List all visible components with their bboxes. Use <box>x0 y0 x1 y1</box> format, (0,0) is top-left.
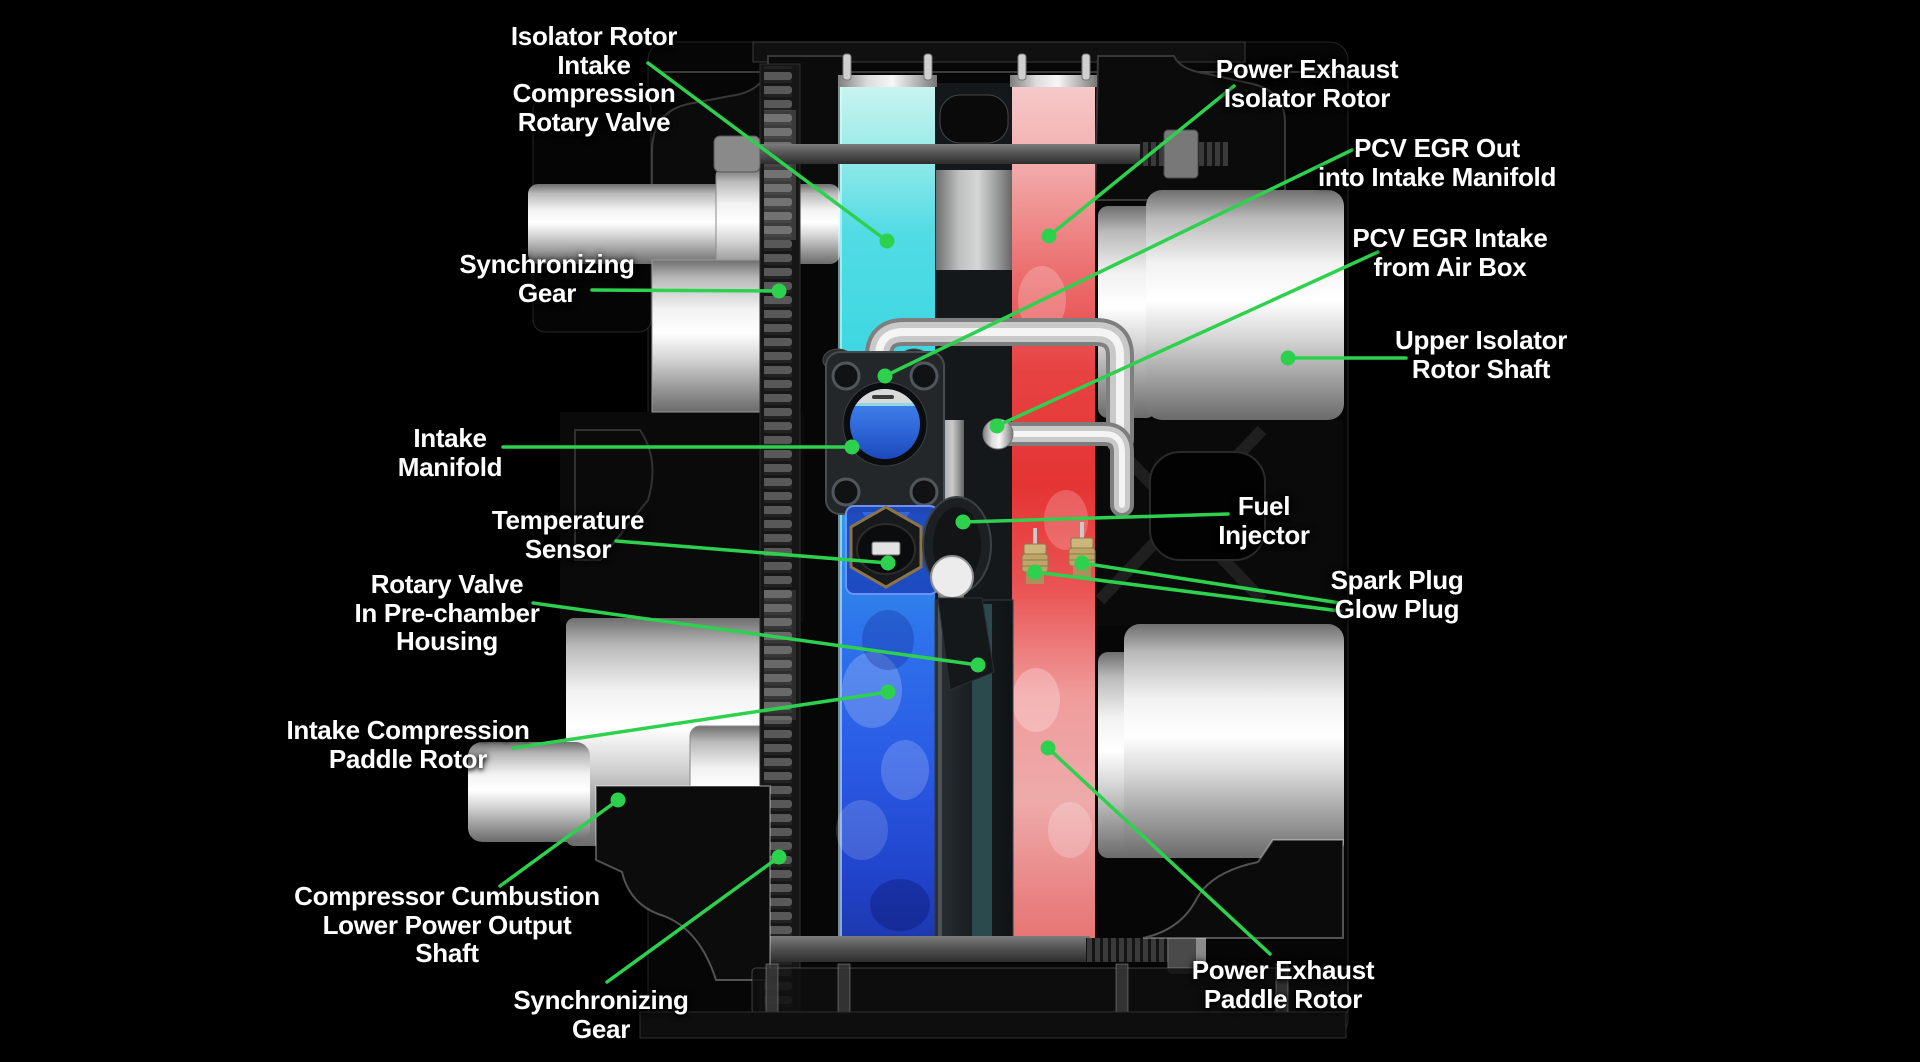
label-intake-manifold: Intake Manifold <box>397 423 503 482</box>
label-synchronizing-gear-upper: Synchronizing Gear <box>459 249 635 308</box>
pre-chamber-housing-panel <box>934 599 1014 961</box>
label-power-exhaust-isolator-rotor: Power Exhaust Isolator Rotor <box>1215 54 1399 113</box>
label-isolator-rotor-intake-compression-rotary-valve: Isolator Rotor Intake Compression Rotary… <box>510 21 678 137</box>
spark-plug-part-1 <box>1021 528 1049 584</box>
label-intake-compression-paddle-rotor: Intake Compression Paddle Rotor <box>286 715 530 774</box>
label-pcv-egr-intake-from-air-box: PCV EGR Intake from Air Box <box>1352 223 1548 282</box>
label-compressor-cumbustion-lower-power-output-shaft: Compressor Cumbustion Lower Power Output… <box>294 881 600 969</box>
label-upper-isolator-rotor-shaft: Upper Isolator Rotor Shaft <box>1394 325 1568 384</box>
label-fuel-injector: Fuel Injector <box>1218 491 1310 550</box>
label-pcv-egr-out-into-intake-manifold: PCV EGR Out into Intake Manifold <box>1317 133 1557 192</box>
label-synchronizing-gear-lower: Synchronizing Gear <box>513 985 689 1044</box>
label-power-exhaust-paddle-rotor: Power Exhaust Paddle Rotor <box>1191 955 1375 1014</box>
label-spark-plug-glow-plug: Spark Plug Glow Plug <box>1330 565 1464 624</box>
label-rotary-valve-in-pre-chamber-housing: Rotary Valve In Pre-chamber Housing <box>354 569 540 657</box>
label-temperature-sensor: Temperature Sensor <box>491 505 645 564</box>
